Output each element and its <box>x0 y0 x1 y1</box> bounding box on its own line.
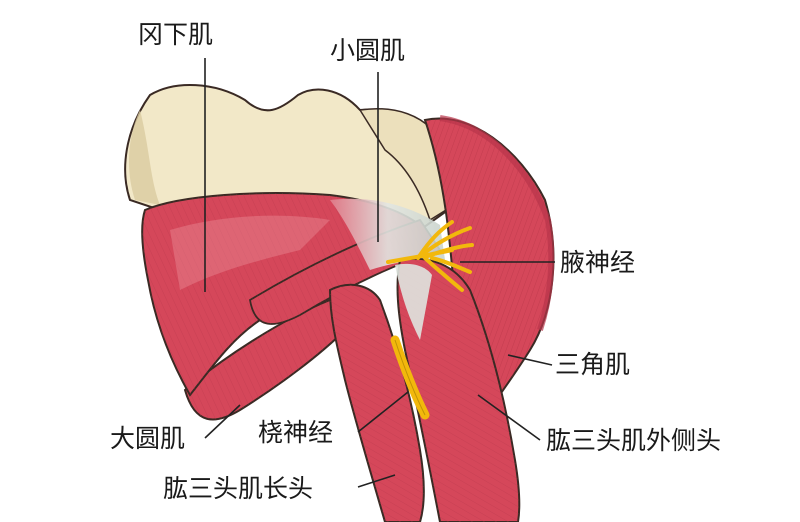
leader-triceps-long <box>357 474 396 488</box>
deltoid-edge <box>439 115 555 331</box>
rotator-tendon <box>330 198 445 270</box>
label-deltoid: 三角肌 <box>555 350 631 379</box>
label-radial-nerve: 桡神经 <box>258 418 334 447</box>
deltoid-fibers <box>425 118 554 440</box>
leader-triceps-lateral <box>477 394 541 441</box>
label-axillary-nerve: 腋神经 <box>560 248 636 277</box>
label-triceps-lateral-head: 肱三头肌外侧头 <box>546 426 722 455</box>
leader-deltoid <box>507 354 553 366</box>
leader-teres-major <box>204 404 241 439</box>
teres-major-fibers <box>185 300 345 420</box>
label-teres-minor: 小圆肌 <box>330 36 406 65</box>
leader-radial-nerve <box>357 391 409 433</box>
triceps-long-head-fibers <box>330 284 424 522</box>
radial-nerve-outline <box>394 339 426 416</box>
triceps-tendon-strip <box>395 263 432 340</box>
label-teres-major: 大圆肌 <box>110 424 186 453</box>
scapula-shadow <box>128 110 160 205</box>
triceps-lateral-head-fibers <box>397 258 520 522</box>
infraspinatus-highlight <box>170 215 330 290</box>
leader-lines <box>204 58 555 488</box>
label-triceps-long-head: 肱三头肌长头 <box>163 474 314 503</box>
label-infraspinatus: 冈下肌 <box>138 20 214 49</box>
axillary-nerve <box>386 220 474 292</box>
